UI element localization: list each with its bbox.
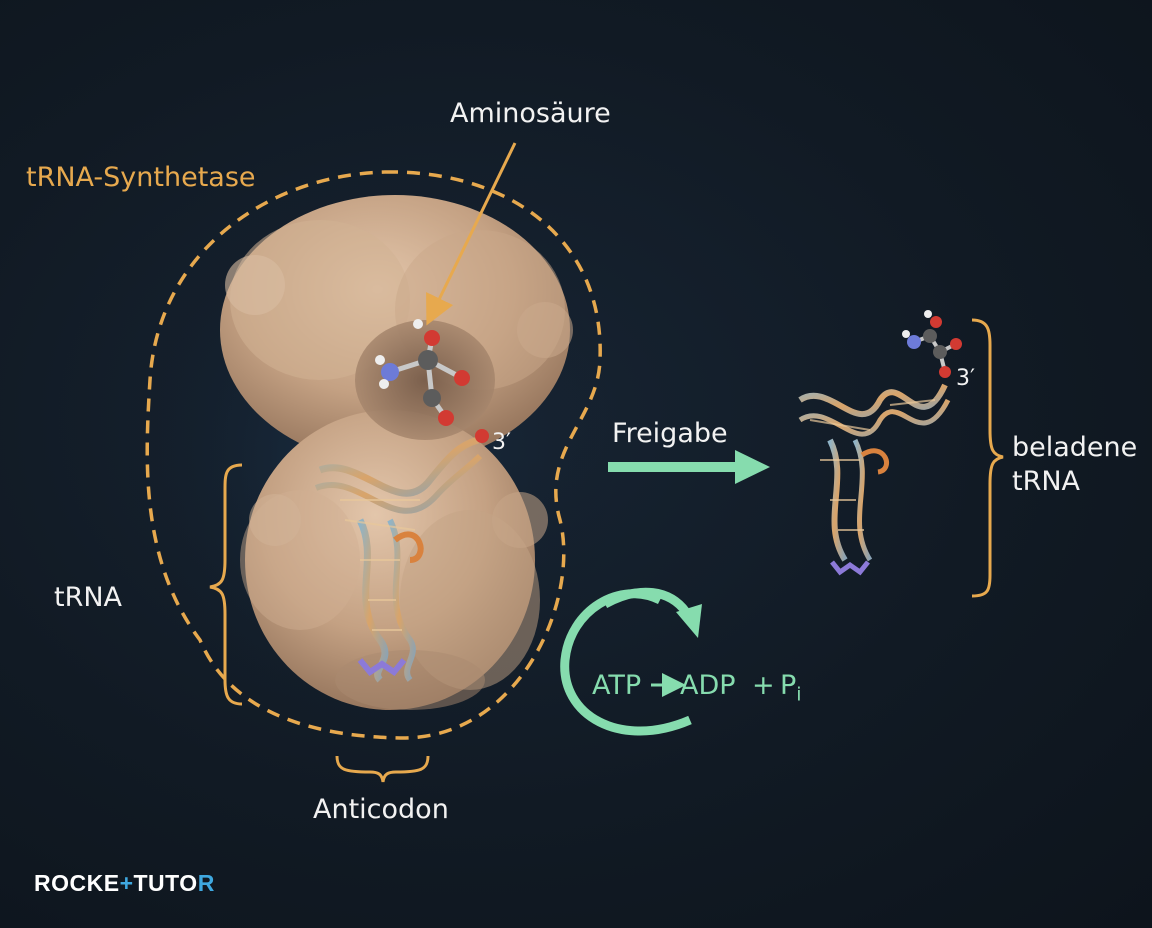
- logo-accent-end: R: [197, 870, 215, 896]
- anticodon-brace: [335, 755, 430, 783]
- phosphate-product: Pi: [780, 670, 802, 705]
- adp-product: ADP: [680, 670, 736, 701]
- logo-accent: +: [119, 870, 134, 896]
- atp-reactant: ATP: [592, 670, 642, 701]
- bound-trna: [314, 429, 489, 683]
- anticodon-label: Anticodon: [313, 794, 449, 825]
- loaded-trna: [798, 310, 962, 576]
- amino-acid-molecule: [375, 319, 470, 426]
- phosphate-symbol: P: [780, 670, 797, 701]
- amino-acid-arrow: [426, 142, 517, 326]
- atp-cycle-arrow: [560, 587, 702, 736]
- rocketutor-logo: ROCKE+TUTOR: [34, 870, 215, 897]
- release-label: Freigabe: [612, 418, 728, 449]
- plus-sign: +: [752, 670, 775, 701]
- logo-part1: ROCKE: [34, 870, 120, 896]
- trna-brace: [209, 463, 243, 706]
- synthetase-label: tRNA-Synthetase: [26, 162, 256, 193]
- trna-label: tRNA: [54, 582, 123, 613]
- phosphate-subscript: i: [796, 683, 802, 706]
- synthetase-protein: [220, 195, 573, 710]
- three-prime-label-loaded: 3′: [956, 366, 975, 391]
- amino-acid-label: Aminosäure: [450, 98, 611, 129]
- logo-part2: TUTO: [133, 870, 198, 896]
- three-prime-label-bound: 3′: [492, 430, 511, 455]
- release-arrow: [608, 450, 770, 484]
- synthetase-outline: [145, 170, 602, 740]
- loaded-trna-label-line2: tRNA: [1012, 466, 1081, 497]
- loaded-trna-brace: [971, 318, 1004, 598]
- loaded-trna-label-line1: beladene: [1012, 432, 1138, 463]
